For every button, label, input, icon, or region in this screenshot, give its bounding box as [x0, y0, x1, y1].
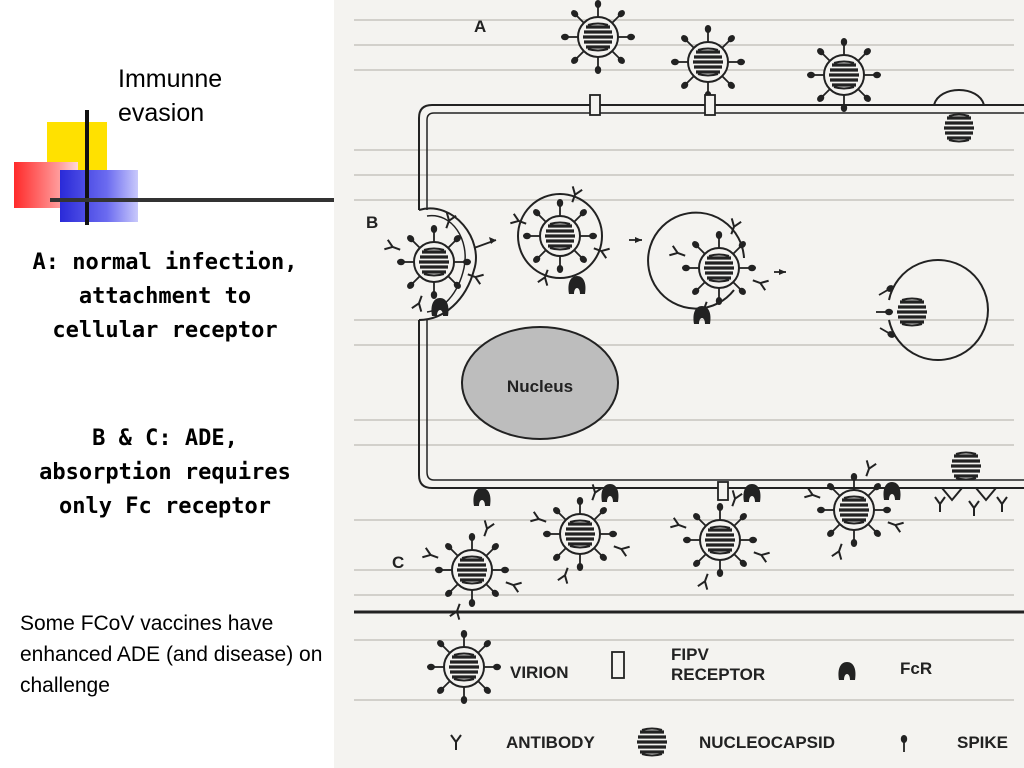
legend-nucleocapsid: NUCLEOCAPSID: [635, 726, 835, 758]
legend-fipv-label-1: FIPV: [671, 645, 709, 664]
legend-virion-label: VIRION: [510, 663, 569, 682]
legend-fcr-label: FcR: [900, 659, 932, 678]
legend-nucleocapsid-label: NUCLEOCAPSID: [699, 733, 835, 752]
panel-label-a: A: [474, 17, 486, 36]
legend: VIRION FIPV RECEPTOR FcR ANTIBODY NUCLEO…: [427, 630, 1008, 758]
legend-spike: SPIKE: [899, 733, 1008, 753]
panel-c-virions: [422, 450, 1008, 620]
legend-fipv-receptor: FIPV RECEPTOR: [611, 645, 765, 684]
decor-horizontal-line: [50, 198, 334, 202]
note-normal-infection: A: normal infection, attachment to cellu…: [32, 250, 298, 343]
legend-antibody-label: ANTIBODY: [506, 733, 595, 752]
legend-fipv-label-2: RECEPTOR: [671, 665, 765, 684]
note-ade: B & C: ADE, absorption requires only Fc …: [39, 426, 291, 519]
decor-vertical-line: [85, 110, 89, 225]
panel-b-endocytosis: [384, 186, 989, 361]
decor-blue-square: [60, 170, 138, 222]
nucleus: [461, 326, 619, 440]
cell-membrane: [418, 104, 1024, 489]
ade-diagram: A B C: [334, 0, 1024, 768]
vaccine-note: Some FCoV vaccines have enhanced ADE (an…: [20, 612, 323, 697]
legend-virion: VIRION: [427, 630, 569, 704]
background-text-lines: [354, 19, 1014, 701]
panel-a-virions: [561, 0, 985, 144]
slide-left-panel: Immunne evasion A: normal infection, att…: [0, 0, 334, 768]
legend-fcr: FcR: [838, 659, 932, 680]
legend-antibody: ANTIBODY: [450, 733, 595, 752]
slide-title: Immunne evasion: [118, 65, 223, 127]
panel-label-b: B: [366, 213, 378, 232]
legend-spike-label: SPIKE: [957, 733, 1008, 752]
panel-label-c: C: [392, 553, 404, 572]
nucleus-label: Nucleus: [507, 377, 573, 396]
